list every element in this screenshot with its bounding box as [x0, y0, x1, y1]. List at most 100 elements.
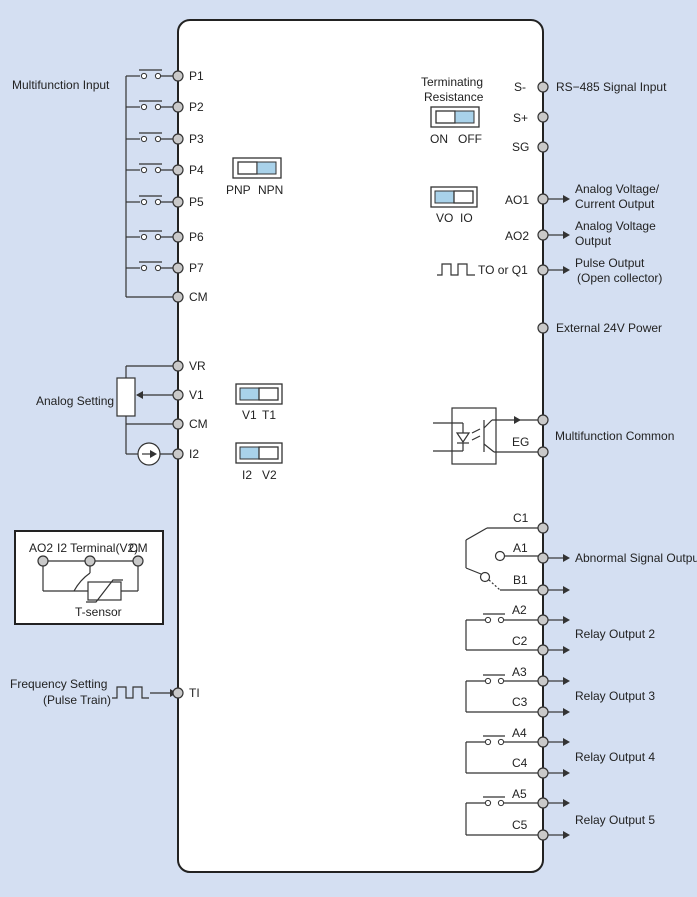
v1-label: V1 — [242, 408, 257, 422]
contact-p1-0-a — [140, 72, 148, 80]
relay-output-3-label: Relay Output 3 — [575, 689, 655, 703]
terminating-resistance-switch[interactable] — [430, 106, 480, 128]
analog-setting-label: Analog Setting — [36, 394, 114, 408]
terminal-vr-analog-0-label: VR — [189, 359, 206, 373]
terminal-p4-3-label: P4 — [189, 163, 204, 177]
terminal-c1-label: C1 — [513, 511, 529, 525]
terminal-p1-0-label: P1 — [189, 69, 204, 83]
relay-outputs — [465, 613, 570, 841]
terminating-title-2: Resistance — [424, 90, 484, 104]
terminal-ti — [172, 687, 184, 699]
terminal-p2-1 — [172, 101, 184, 113]
vo-io-switch[interactable] — [430, 186, 478, 208]
terminal-sg-label: SG — [512, 140, 529, 154]
i2-v2-switch[interactable] — [235, 442, 283, 464]
off-label: OFF — [458, 132, 482, 146]
external-24v-label: External 24V Power — [556, 321, 662, 335]
pnp-npn-switch[interactable] — [232, 157, 282, 179]
terminal-a5 — [537, 797, 549, 809]
pulse-output-label-2: (Open collector) — [577, 271, 662, 285]
contact-p6-5-b — [154, 233, 162, 241]
terminal-p7-6 — [172, 262, 184, 274]
pnp-label: PNP — [226, 183, 251, 197]
terminal-p1-0 — [172, 70, 184, 82]
terminal-ao2 — [537, 229, 549, 241]
terminal-ti-label: TI — [189, 686, 200, 700]
analog-vc-label-2: Current Output — [575, 197, 655, 211]
npn-label: NPN — [258, 183, 283, 197]
terminal-c2 — [537, 644, 549, 656]
pulse-train-icon — [112, 686, 177, 699]
terminal-p6-5-label: P6 — [189, 230, 204, 244]
v2-switch-label: V2 — [262, 468, 277, 482]
terminal-mf-common — [537, 414, 549, 426]
t-sensor-label: T-sensor — [75, 605, 122, 619]
relay-output-2-label: Relay Output 2 — [575, 627, 655, 641]
t-sensor-box — [14, 530, 164, 625]
terminal-i2-analog-3-label: I2 — [189, 447, 199, 461]
terminal-p3-2-label: P3 — [189, 132, 204, 146]
analog-v-label-2: Output — [575, 234, 612, 248]
terminal-vr-analog-0 — [172, 360, 184, 372]
terminal-c5 — [537, 829, 549, 841]
contact-p3-2-b — [154, 135, 162, 143]
contact-p5-4-b — [154, 198, 162, 206]
terminal-a2-label: A2 — [512, 603, 527, 617]
multifunction-common-label: Multifunction Common — [555, 429, 674, 443]
contact-p4-3-b — [154, 166, 162, 174]
v1-t1-switch[interactable] — [235, 383, 283, 405]
terminal-a1 — [537, 552, 549, 564]
terminal-eg — [537, 446, 549, 458]
terminal-cm-7-label: CM — [189, 290, 208, 304]
terminal-a2 — [537, 614, 549, 626]
terminal-cm-7 — [172, 291, 184, 303]
abnormal-signal-label: Abnormal Signal Output — [575, 551, 697, 565]
terminal-a3-label: A3 — [512, 665, 527, 679]
io-label: IO — [460, 211, 473, 225]
terminal-c5-label: C5 — [512, 818, 528, 832]
terminal-s-minus-label: S- — [514, 80, 526, 94]
multifunction-input-label: Multifunction Input — [12, 78, 110, 92]
contact-p5-4-a — [140, 198, 148, 206]
sensor-cm-label: CM — [129, 541, 148, 555]
terminal-p2-1-label: P2 — [189, 100, 204, 114]
contact-p1-0-b — [154, 72, 162, 80]
terminal-c1 — [537, 522, 549, 534]
sensor-ao2-label: AO2 — [29, 541, 53, 555]
relay-1-wiring — [465, 527, 538, 591]
contact-p3-2-a — [140, 135, 148, 143]
terminal-24v — [537, 322, 549, 334]
terminal-v1-analog-1-label: V1 — [189, 388, 204, 402]
terminal-cm-analog-2 — [172, 418, 184, 430]
sensor-i2-terminal-label: I2 Terminal(V2) — [57, 541, 138, 555]
terminal-p5-4-label: P5 — [189, 195, 204, 209]
terminal-ao1-label: AO1 — [505, 193, 529, 207]
on-label: ON — [430, 132, 448, 146]
terminal-a1-label: A1 — [513, 541, 528, 555]
contact-p7-6-a — [140, 264, 148, 272]
terminating-title-1: Terminating — [421, 75, 483, 89]
relay-output-5-label: Relay Output 5 — [575, 813, 655, 827]
terminal-p3-2 — [172, 133, 184, 145]
t1-label: T1 — [262, 408, 276, 422]
terminal-p7-6-label: P7 — [189, 261, 204, 275]
contact-p2-1-a — [140, 103, 148, 111]
abnormal-arrows — [548, 554, 570, 594]
terminal-b1 — [537, 584, 549, 596]
contact-p7-6-b — [154, 264, 162, 272]
terminal-c3-label: C3 — [512, 695, 528, 709]
contact-p2-1-b — [154, 103, 162, 111]
terminal-a3 — [537, 675, 549, 687]
pulse-output-label-1: Pulse Output — [575, 256, 645, 270]
terminal-ao1 — [537, 193, 549, 205]
terminal-c2-label: C2 — [512, 634, 528, 648]
i2-switch-label: I2 — [242, 468, 252, 482]
right-upper-terminals — [537, 81, 549, 334]
terminal-a5-label: A5 — [512, 787, 527, 801]
pulse-train-label: (Pulse Train) — [43, 693, 111, 707]
optocoupler-output — [433, 407, 538, 465]
frequency-setting-label: Frequency Setting — [10, 677, 107, 691]
terminal-v1-analog-1 — [172, 389, 184, 401]
input-wiring — [125, 76, 178, 298]
